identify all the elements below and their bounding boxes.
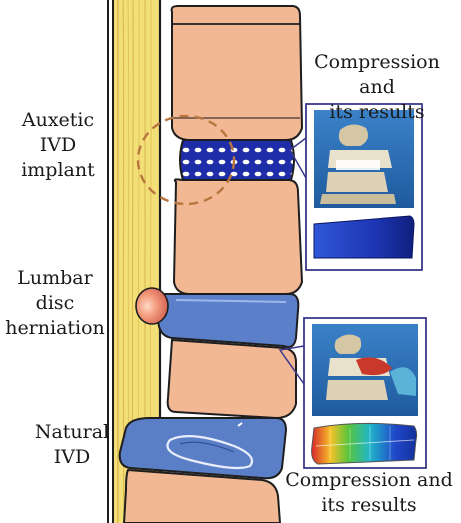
label-line: IVD bbox=[30, 445, 114, 470]
herniation-bulge bbox=[136, 288, 168, 324]
natural-disc bbox=[120, 418, 286, 478]
bottom-result-panel bbox=[304, 318, 426, 468]
label-line: Natural bbox=[30, 420, 114, 445]
label-natural-ivd: Natural IVD bbox=[30, 420, 114, 470]
label-line: IVD bbox=[10, 133, 106, 158]
label-line: Lumbar bbox=[4, 266, 106, 291]
auxetic-ivd-implant bbox=[180, 140, 294, 180]
label-compression-top: Compression and its results bbox=[296, 50, 458, 125]
herniated-spine-photo-icon bbox=[312, 324, 418, 416]
label-auxetic-ivd-implant: Auxetic IVD implant bbox=[10, 108, 106, 183]
label-lumbar-disc-herniation: Lumbar disc herniation bbox=[4, 266, 106, 341]
top-result-panel bbox=[306, 104, 422, 270]
vertebra-l3 bbox=[168, 340, 296, 418]
vertebra-l2 bbox=[174, 179, 302, 294]
fea-blue-result-icon bbox=[314, 216, 414, 258]
label-line: Compression and bbox=[284, 468, 454, 493]
label-line: herniation bbox=[4, 316, 106, 341]
label-line: implant bbox=[10, 158, 106, 183]
label-line: disc bbox=[4, 291, 106, 316]
label-line: Auxetic bbox=[10, 108, 106, 133]
fea-rainbow-result-icon bbox=[312, 423, 417, 464]
label-line: Compression and bbox=[296, 50, 458, 100]
label-compression-bottom: Compression and its results bbox=[284, 468, 454, 518]
label-line: its results bbox=[284, 493, 454, 518]
vertebra-l1 bbox=[172, 6, 302, 140]
label-line: its results bbox=[296, 100, 458, 125]
